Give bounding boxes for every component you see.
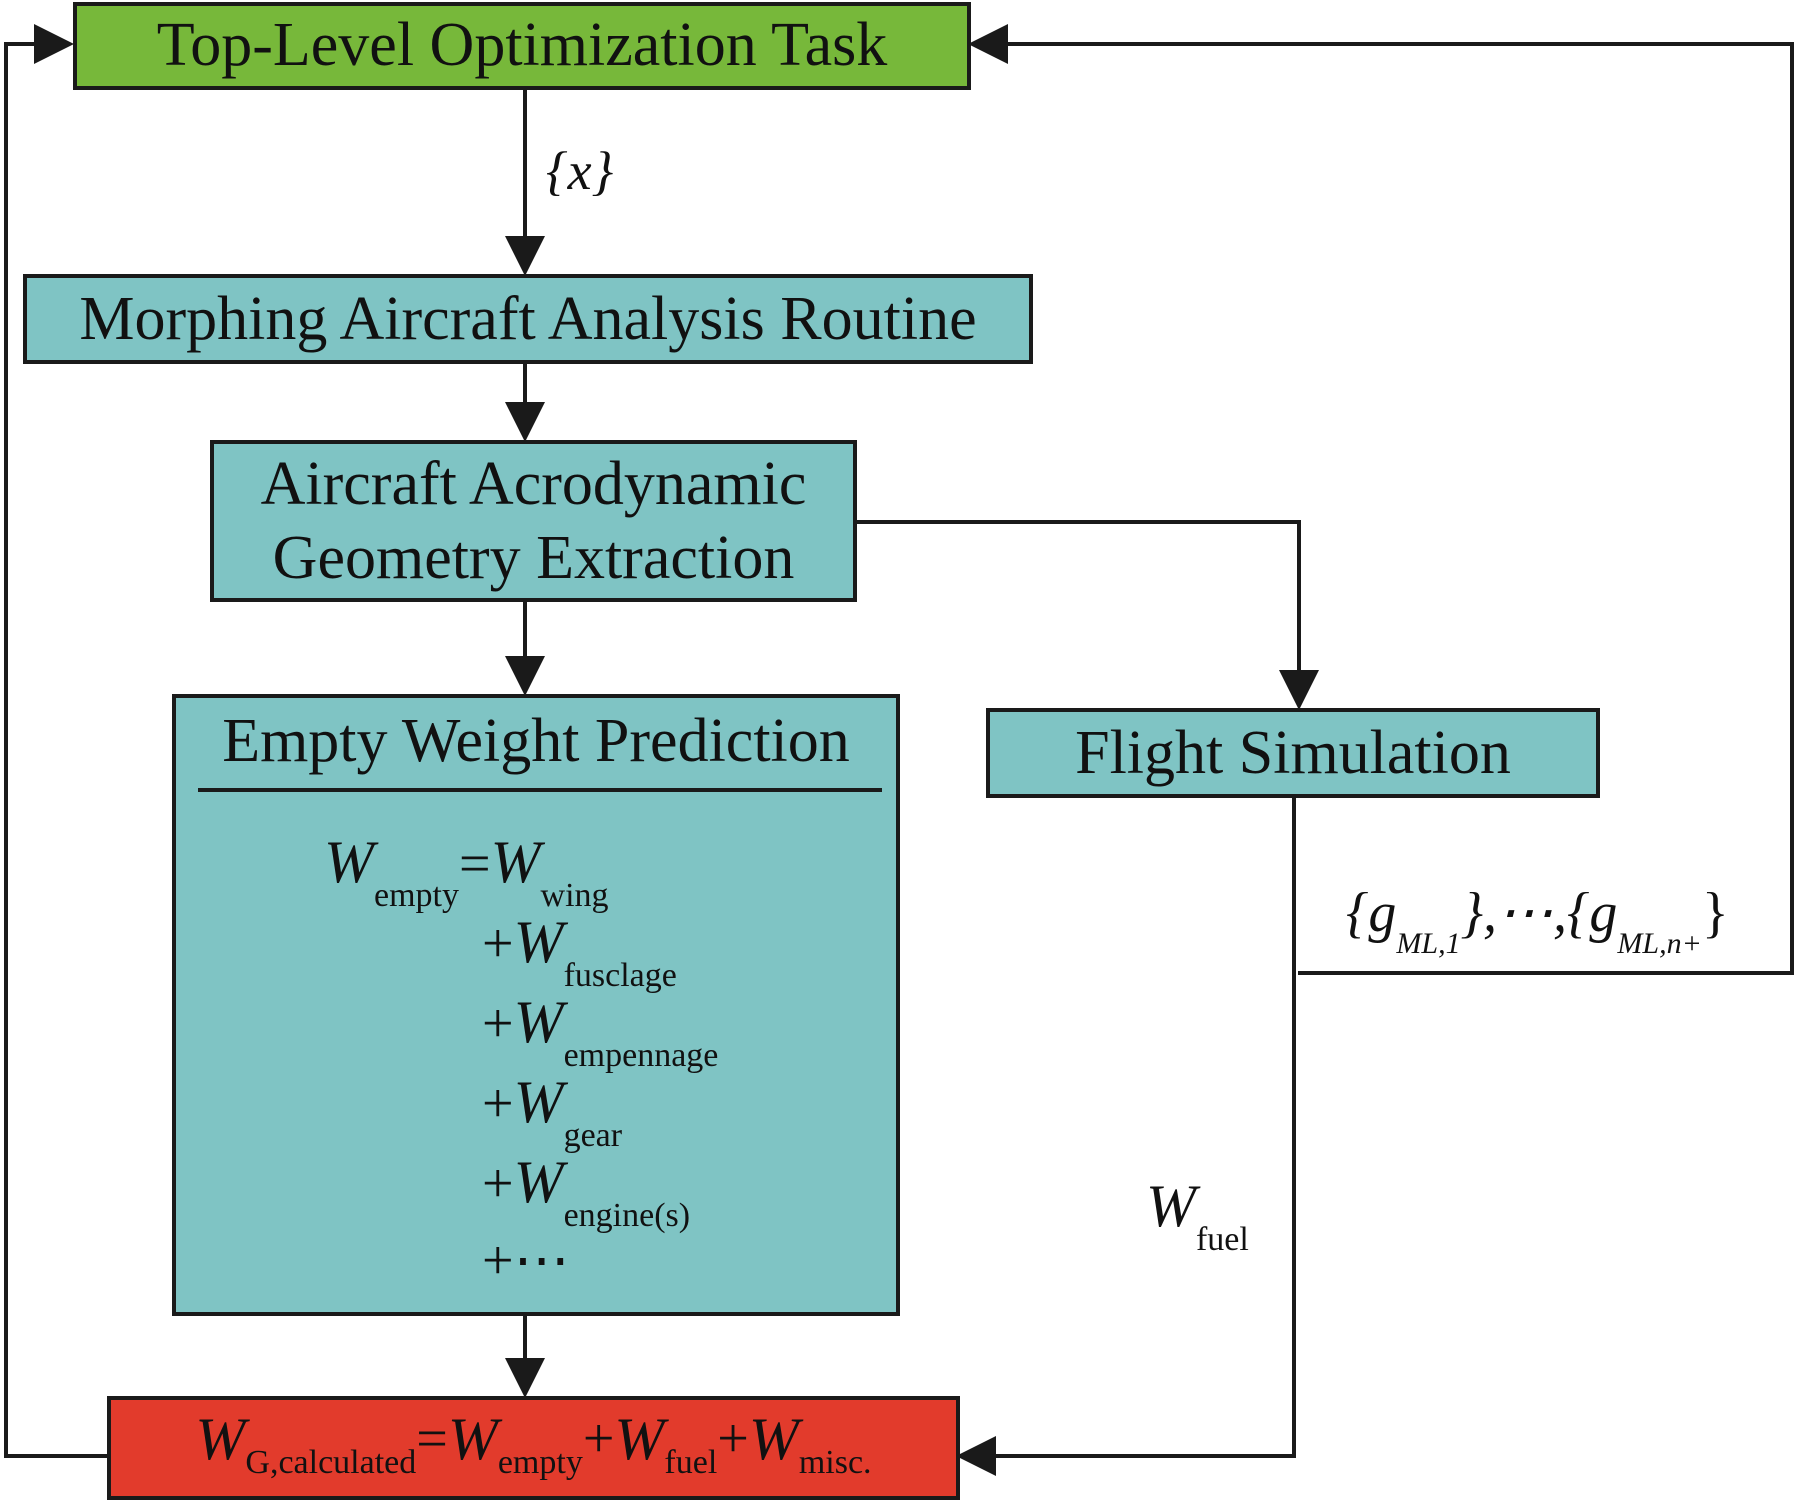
equation-term-wing: wing <box>540 877 609 914</box>
equation-term-fuselage: fusclage <box>563 957 677 994</box>
analysis-routine-box: Morphing Aircraft Analysis Routine <box>23 274 1033 364</box>
equation-term-empennage: empennage <box>563 1037 719 1074</box>
equation-lhs-subscript: empty <box>373 877 459 914</box>
equation-term-gear: gear <box>563 1117 623 1154</box>
equation-line-empennage: +Wempennage <box>482 989 719 1074</box>
geometry-extraction-line2: Geometry Extraction <box>272 524 795 592</box>
geometry-extraction-line1: Aircraft Acrodynamic <box>260 449 807 518</box>
top-level-task-label: Top-Level Optimization Task <box>156 11 888 80</box>
empty-weight-box: Empty Weight Prediction Wempty=Wwing +Wf… <box>172 694 900 1316</box>
equation-line-more: +⋯ <box>482 1230 570 1292</box>
gross-weight-fuel-subscript: fuel <box>664 1444 718 1481</box>
empty-weight-title-underline <box>198 788 882 792</box>
equation-term-engines: engine(s) <box>563 1197 691 1234</box>
fuel-weight-label: Wfuel <box>1146 1173 1249 1258</box>
analysis-routine-label: Morphing Aircraft Analysis Routine <box>79 284 977 353</box>
flight-simulation-box: Flight Simulation <box>986 708 1600 798</box>
equation-line-engines: +Wengine(s) <box>482 1149 691 1234</box>
arrow-final-to-top <box>4 24 107 1458</box>
geometry-extraction-box: Aircraft Acrodynamic Geometry Extraction <box>210 440 857 602</box>
arrow-flightsim-to-top <box>968 24 1794 975</box>
arrow-geometry-to-flightsim <box>855 520 1319 710</box>
flight-simulation-label: Flight Simulation <box>1075 718 1511 787</box>
arrow-flightsim-to-final <box>956 798 1296 1476</box>
gross-weight-empty-subscript: empty <box>497 1444 583 1481</box>
gross-weight-misc-subscript: misc. <box>798 1444 872 1481</box>
constraints-label: {gML,1},⋯,{gML,n+} <box>1346 882 1729 960</box>
equation-line-gear: +Wgear <box>482 1069 623 1154</box>
equation-line-fuselage: +Wfusclage <box>482 909 677 994</box>
top-level-task-box: Top-Level Optimization Task <box>73 2 971 90</box>
design-variables-label: {x} <box>546 141 614 201</box>
gross-weight-subscript: G,calculated <box>245 1444 417 1481</box>
empty-weight-title: Empty Weight Prediction <box>222 707 850 775</box>
equation-line-lhs: Wempty=Wwing <box>324 829 609 914</box>
